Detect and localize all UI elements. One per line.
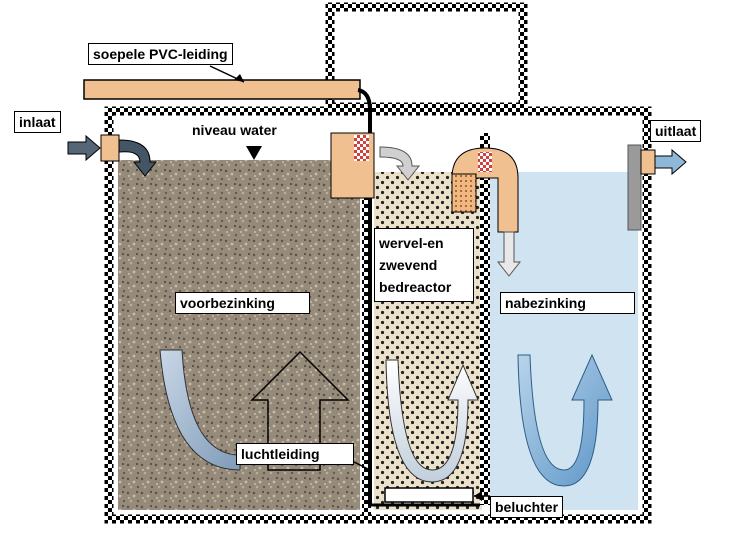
water-level-label: niveau water — [192, 122, 277, 138]
reactor-loop-arrow — [385, 359, 479, 483]
air-line-pointer — [353, 461, 371, 471]
inlet-label: inlaat — [14, 111, 61, 133]
reactor-label: wervel-en zwevend bedreactor — [374, 228, 474, 302]
nozzle-down-arrow — [496, 231, 522, 277]
tank-wall — [104, 106, 652, 524]
pvc-pipe-bend — [357, 88, 372, 505]
outlet-baffle — [627, 144, 642, 231]
outlet-label: uitlaat — [650, 120, 702, 142]
outlet-pipe — [640, 149, 656, 175]
overflow-box-window — [354, 135, 369, 161]
reactor-chamber — [374, 172, 482, 510]
aerator-label: beluchter — [490, 496, 564, 518]
outlet-arrow — [654, 148, 687, 176]
pre-settling-label: voorbezinking — [175, 292, 310, 314]
nozzle-cap — [451, 147, 519, 233]
reactor-label-line3: bedreactor — [379, 279, 452, 295]
inlet-arrow — [67, 134, 101, 162]
inlet-pipe — [100, 134, 120, 162]
reactor-label-line1: wervel-en — [379, 235, 444, 251]
overflow-arrow — [379, 146, 421, 181]
air-line-label: luchtleiding — [236, 443, 354, 465]
partition-wall-2 — [480, 133, 490, 505]
post-settling-label: nabezinking — [500, 292, 635, 314]
inlet-curve-arrow — [118, 139, 158, 177]
water-level-marker — [246, 146, 262, 160]
aerator-bar — [384, 487, 474, 503]
nozzle-window — [478, 152, 492, 172]
post-settling-loop-arrow — [517, 353, 613, 487]
partition-wall-1 — [362, 160, 371, 515]
pvc-pipe — [83, 79, 361, 100]
reactor-label-line2: zwevend — [379, 257, 438, 273]
nozzle-screen — [451, 173, 477, 213]
pvc-pipe-label: soepele PVC-leiding — [88, 43, 233, 65]
